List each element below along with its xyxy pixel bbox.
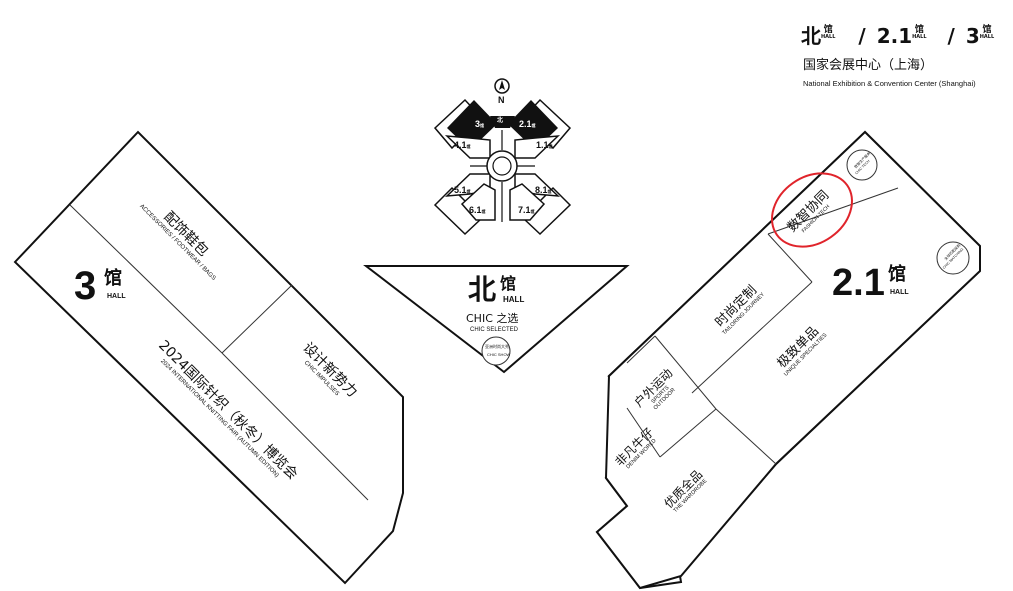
guan-label: 馆 bbox=[982, 25, 992, 35]
north-hall-guan: 馆 bbox=[500, 274, 517, 293]
mini-site-map bbox=[433, 98, 572, 236]
mini-label-suffix: 馆 bbox=[531, 123, 536, 128]
mini-hall-61 bbox=[460, 183, 496, 221]
mini-label-61: 6.1馆 bbox=[469, 205, 486, 215]
venue-name-en: National Exhibition & Convention Center … bbox=[803, 79, 976, 88]
chic-selected-cn: CHIC 之选 bbox=[466, 312, 519, 325]
hall-3-hall-en: HALL bbox=[107, 293, 126, 300]
hall-3-number: 3 bbox=[74, 264, 97, 308]
hall-21-divider bbox=[715, 408, 777, 465]
slash-2: / bbox=[947, 24, 955, 48]
chic-matching-badge bbox=[936, 241, 970, 275]
mini-hall-11 bbox=[514, 135, 561, 159]
hall-en-label: HALL bbox=[912, 34, 927, 40]
mini-label-71: 7.1馆 bbox=[518, 205, 535, 215]
hall-21-number: 2.1 bbox=[832, 262, 885, 304]
hall-21-divider bbox=[691, 281, 813, 394]
hall-21-body bbox=[595, 130, 981, 590]
hall-21-guan: 馆 bbox=[888, 264, 906, 285]
chic-show-badge-cn: 亚洲时尚大秀 bbox=[485, 344, 509, 349]
chic-tech-badge bbox=[846, 149, 878, 181]
north-hall-hall-en: HALL bbox=[503, 295, 525, 304]
mini-label-suffix: 馆 bbox=[466, 144, 471, 149]
slash-1: / bbox=[858, 24, 866, 48]
hall-3-guan: 馆 bbox=[104, 268, 122, 289]
mini-label-suffix: 馆 bbox=[466, 189, 471, 194]
mini-center-inner bbox=[492, 156, 512, 176]
hall-21-divider bbox=[767, 187, 899, 235]
mini-label-suffix: 馆 bbox=[547, 189, 552, 194]
hall-21-label: 2.1 bbox=[876, 24, 913, 48]
hall-21-hall-en: HALL bbox=[890, 289, 909, 296]
mini-label-81: 8.1馆 bbox=[535, 185, 552, 195]
hall-3-divider bbox=[221, 284, 293, 354]
mini-label-north: 北 bbox=[497, 117, 504, 124]
hall-3-label: 3 bbox=[965, 24, 980, 48]
chic-show-badge-en: CHIC SHOW bbox=[487, 352, 511, 357]
mini-label-11: 1.1馆 bbox=[536, 140, 553, 150]
mini-label-3: 3馆 bbox=[475, 119, 485, 129]
highlight-ellipse bbox=[771, 172, 853, 248]
mini-label-51: 5.1馆 bbox=[454, 185, 471, 195]
compass-needle bbox=[499, 80, 505, 90]
hall-en-label: HALL bbox=[821, 34, 836, 40]
guan-label: 馆 bbox=[823, 25, 833, 35]
chic-show-badge bbox=[481, 336, 511, 366]
compass-north-label: N bbox=[498, 95, 505, 105]
hall-3-divider bbox=[69, 204, 223, 354]
hall-21-divider bbox=[767, 233, 813, 283]
hall-21-divider bbox=[626, 407, 661, 458]
hall-3-divider bbox=[221, 352, 369, 501]
hall-en-label: HALL bbox=[979, 34, 995, 40]
mini-hall-71 bbox=[509, 183, 546, 221]
north-hall-outline bbox=[363, 265, 630, 374]
mini-label-suffix: 馆 bbox=[480, 123, 485, 128]
mini-label-suffix: 馆 bbox=[530, 209, 535, 214]
hall-21-divider bbox=[626, 335, 656, 364]
mini-label-21: 2.1馆 bbox=[519, 119, 536, 129]
north-hall-name: 北 bbox=[468, 273, 497, 306]
hall-21-divider bbox=[654, 335, 717, 410]
chic-selected-en: CHIC SELECTED bbox=[470, 327, 519, 333]
mini-label-41: 4.1馆 bbox=[454, 140, 471, 150]
mini-label-suffix: 馆 bbox=[481, 209, 486, 214]
hall-3-outline bbox=[13, 130, 404, 585]
guan-label: 馆 bbox=[914, 25, 924, 35]
mini-hall-41 bbox=[444, 135, 491, 159]
mini-hall-north bbox=[490, 116, 515, 128]
mini-label-suffix: 馆 bbox=[548, 144, 553, 149]
venue-name-cn: 国家会展中心（上海） bbox=[803, 58, 934, 73]
hall-21-divider bbox=[659, 408, 717, 458]
hall-b-label: 北 bbox=[801, 24, 821, 48]
